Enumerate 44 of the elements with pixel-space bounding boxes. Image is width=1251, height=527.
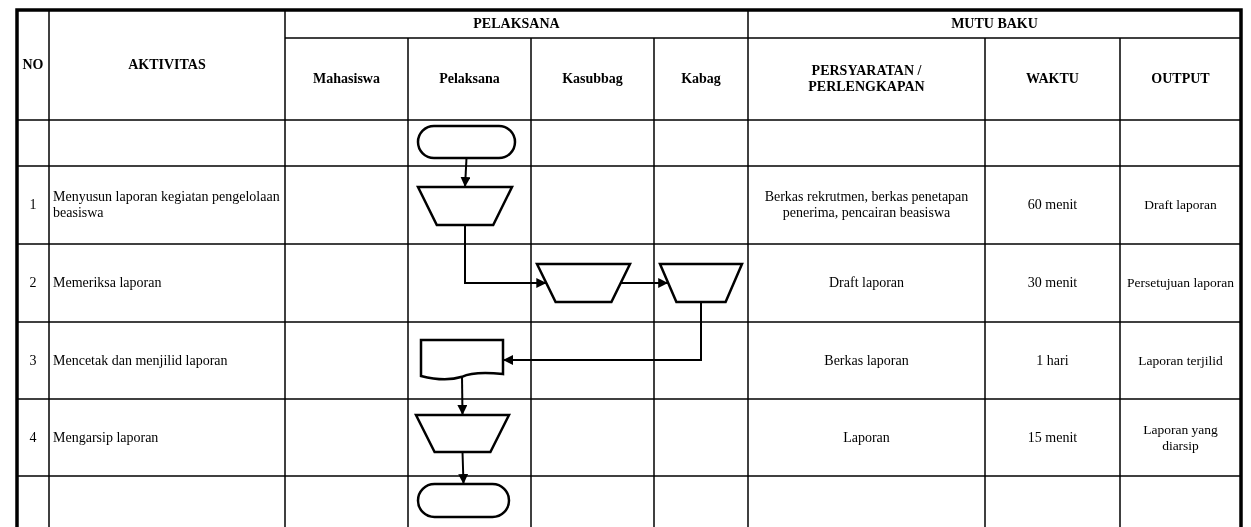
activity-text: Menyusun laporan kegiatan pengelolaan beasiswa [53, 189, 281, 221]
table-cell-text: Laporan [843, 429, 890, 446]
manual-operation-trapezoid [537, 264, 630, 302]
table-cell-text: Berkas laporan [824, 352, 909, 369]
column-header: MUTU BAKU [951, 16, 1038, 32]
table-cell-text: Berkas rekrutmen, berkas penetapan penerima, pencairan beasiswa [763, 189, 970, 221]
column-header: OUTPUT [1151, 71, 1210, 87]
row-number: 3 [29, 352, 37, 369]
row-number: 2 [29, 275, 37, 291]
table-cell-text: Laporan yang diarsip [1142, 421, 1219, 454]
arrow [457, 375, 468, 416]
table-cell-text: 1 hari [1036, 352, 1069, 369]
activity-text: Mengarsip laporan [53, 429, 159, 446]
column-header: Kabag [681, 71, 721, 87]
arrow [458, 451, 469, 485]
document-shape [421, 340, 503, 380]
column-header: AKTIVITAS [128, 57, 206, 73]
activity-text: Mencetak dan menjilid laporan [53, 352, 228, 369]
table-cell-text: 60 menit [1027, 197, 1078, 213]
manual-operation-trapezoid [660, 264, 742, 302]
table-cell-text: 30 menit [1027, 275, 1078, 291]
column-header: Kasubbag [562, 71, 623, 87]
arrow [502, 301, 702, 365]
row-number: 1 [29, 197, 37, 213]
activity-text: Memeriksa laporan [53, 275, 162, 291]
table-cell-text: Laporan terjilid [1138, 352, 1223, 369]
table-cell-text: Draft laporan [829, 275, 904, 291]
row-number: 4 [29, 429, 37, 446]
table-cell-text: Persetujuan laporan [1127, 275, 1234, 291]
table-cell-text: Draft laporan [1144, 197, 1217, 213]
arrow [619, 278, 670, 288]
terminator-shape [418, 484, 509, 517]
column-header: PERSYARATAN / PERLENGKAPAN [807, 63, 926, 95]
column-header: NO [22, 57, 44, 73]
manual-operation-trapezoid [418, 187, 512, 225]
column-header: Mahasiswa [313, 71, 380, 87]
terminator-shape [418, 126, 515, 158]
table-cell-text: 15 menit [1027, 429, 1078, 446]
column-header: Pelaksana [439, 71, 500, 87]
arrow [464, 224, 548, 288]
manual-operation-trapezoid [416, 415, 509, 452]
column-header: PELAKSANA [473, 16, 560, 32]
arrow [460, 157, 471, 188]
column-header: WAKTU [1026, 71, 1079, 87]
